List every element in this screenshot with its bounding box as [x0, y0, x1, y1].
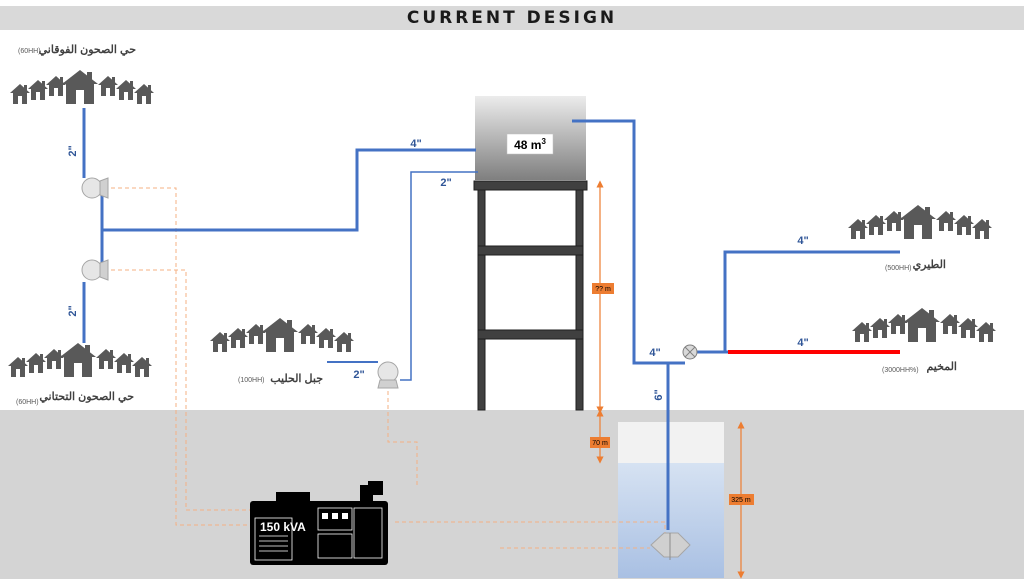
svg-text:48 m3: 48 m3	[514, 137, 546, 152]
water-tank: 48 m3	[475, 96, 586, 180]
title-bar: CURRENT DESIGN	[0, 6, 1024, 30]
upper-branch-size: 2"	[67, 145, 79, 156]
main-to-tank-pipe	[102, 148, 476, 232]
tank-outlet-size: 4"	[649, 347, 660, 359]
community-lower-sahoon: حي الصحون التحتاني (60HH)	[8, 343, 152, 406]
tairi-line-size: 4"	[797, 235, 808, 247]
tank-volume-sup: 3	[541, 137, 546, 146]
outlet-pipe	[572, 119, 685, 365]
dimension-labels: ?? m 70 m 325 m	[590, 283, 754, 505]
main-to-tank-size: 4"	[410, 138, 421, 150]
tairi-households: (500HH)	[885, 265, 911, 272]
submersible-pump	[650, 532, 691, 560]
valve	[682, 344, 698, 360]
camp-households: (3000HH%)	[882, 367, 919, 374]
booster-pump-lower	[81, 259, 109, 281]
camp-line-size: 4"	[797, 337, 808, 349]
tank-inlet-pipe	[400, 171, 478, 381]
diagram-title: CURRENT DESIGN	[406, 8, 618, 28]
tairi-name: الطيري	[913, 259, 946, 272]
generator-rating: 150 kVA	[260, 520, 306, 534]
lower-sahoon-households: (60HH)	[16, 399, 39, 406]
upper-sahoon-households: (60HH)	[18, 48, 41, 55]
generator: 150 kVA	[250, 481, 388, 565]
community-camp: المخيم (3000HH%)	[852, 308, 996, 374]
community-tairi: الطيري (500HH)	[848, 205, 992, 272]
well-riser-size: 6"	[653, 389, 665, 400]
community-jabal-halib: جبل الحليب (100HH)	[210, 318, 354, 385]
pipe-size-labels: 2" 2" 4" 2" 2" 4" 6" 4" 4"	[67, 138, 809, 401]
lower-sahoon-name: حي الصحون التحتاني	[39, 391, 134, 404]
jabal-line-size: 2"	[353, 369, 364, 381]
pipes	[82, 108, 900, 530]
ground-area	[0, 410, 1024, 579]
jabal-halib-households: (100HH)	[238, 377, 264, 384]
lower-branch-size: 2"	[67, 305, 79, 316]
tank-inlet-size: 2"	[440, 177, 451, 189]
booster-pump-jabal	[377, 361, 399, 389]
tank-height-label: ?? m	[595, 286, 611, 293]
jabal-halib-name: جبل الحليب	[270, 373, 323, 385]
well	[618, 422, 724, 578]
well-depth-label: 325 m	[731, 497, 751, 504]
tank-volume-label: 48 m	[514, 138, 541, 152]
booster-pump-upper	[81, 177, 109, 199]
tank-stand	[473, 180, 588, 411]
community-upper-sahoon: حي الصحون الفوقاني (60HH)	[10, 44, 154, 104]
camp-name: المخيم	[926, 361, 957, 373]
upper-sahoon-name: حي الصحون الفوقاني	[39, 44, 137, 57]
water-depth-label: 70 m	[592, 440, 608, 447]
